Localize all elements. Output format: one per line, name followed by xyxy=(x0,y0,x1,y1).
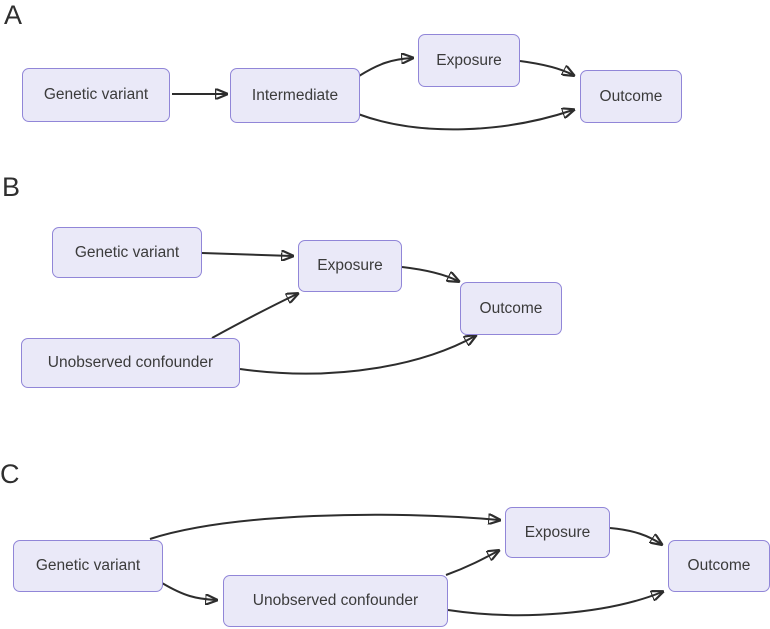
edge-c-exposure-to-outcome xyxy=(609,527,661,544)
edge-a-exposure-to-outcome xyxy=(519,60,573,75)
edge-c-unobserved-confounder-to-outcome xyxy=(447,592,662,617)
edge-a-intermediate-to-exposure xyxy=(358,58,412,77)
edge-b-exposure-to-outcome xyxy=(401,266,458,281)
edge-c-genetic-variant-to-unobserved-confounder xyxy=(161,582,216,600)
edge-b-unobserved-confounder-to-outcome xyxy=(239,336,475,375)
edge-a-intermediate-to-outcome xyxy=(357,110,573,131)
node-c-exposure: Exposure xyxy=(505,507,610,558)
node-b-exposure: Exposure xyxy=(298,240,402,292)
node-b-outcome: Outcome xyxy=(460,282,562,335)
edge-c-unobserved-confounder-to-exposure xyxy=(445,551,498,576)
node-b-unobserved-confounder: Unobserved confounder xyxy=(21,338,240,388)
node-a-genetic-variant: Genetic variant xyxy=(22,68,170,122)
edge-c-genetic-variant-to-exposure xyxy=(149,515,499,540)
panel-c-label: C xyxy=(0,459,20,489)
node-a-exposure: Exposure xyxy=(418,34,520,87)
node-c-unobserved-confounder: Unobserved confounder xyxy=(223,575,448,627)
node-a-outcome: Outcome xyxy=(580,70,682,123)
node-c-genetic-variant: Genetic variant xyxy=(13,540,163,592)
edge-b-unobserved-confounder-to-exposure xyxy=(211,294,297,339)
node-c-outcome: Outcome xyxy=(668,540,770,592)
edge-b-genetic-variant-to-exposure xyxy=(201,253,292,256)
node-b-genetic-variant: Genetic variant xyxy=(52,227,202,278)
panel-b-label: B xyxy=(2,172,21,202)
node-a-intermediate: Intermediate xyxy=(230,68,360,123)
panel-a-label: A xyxy=(4,0,23,30)
